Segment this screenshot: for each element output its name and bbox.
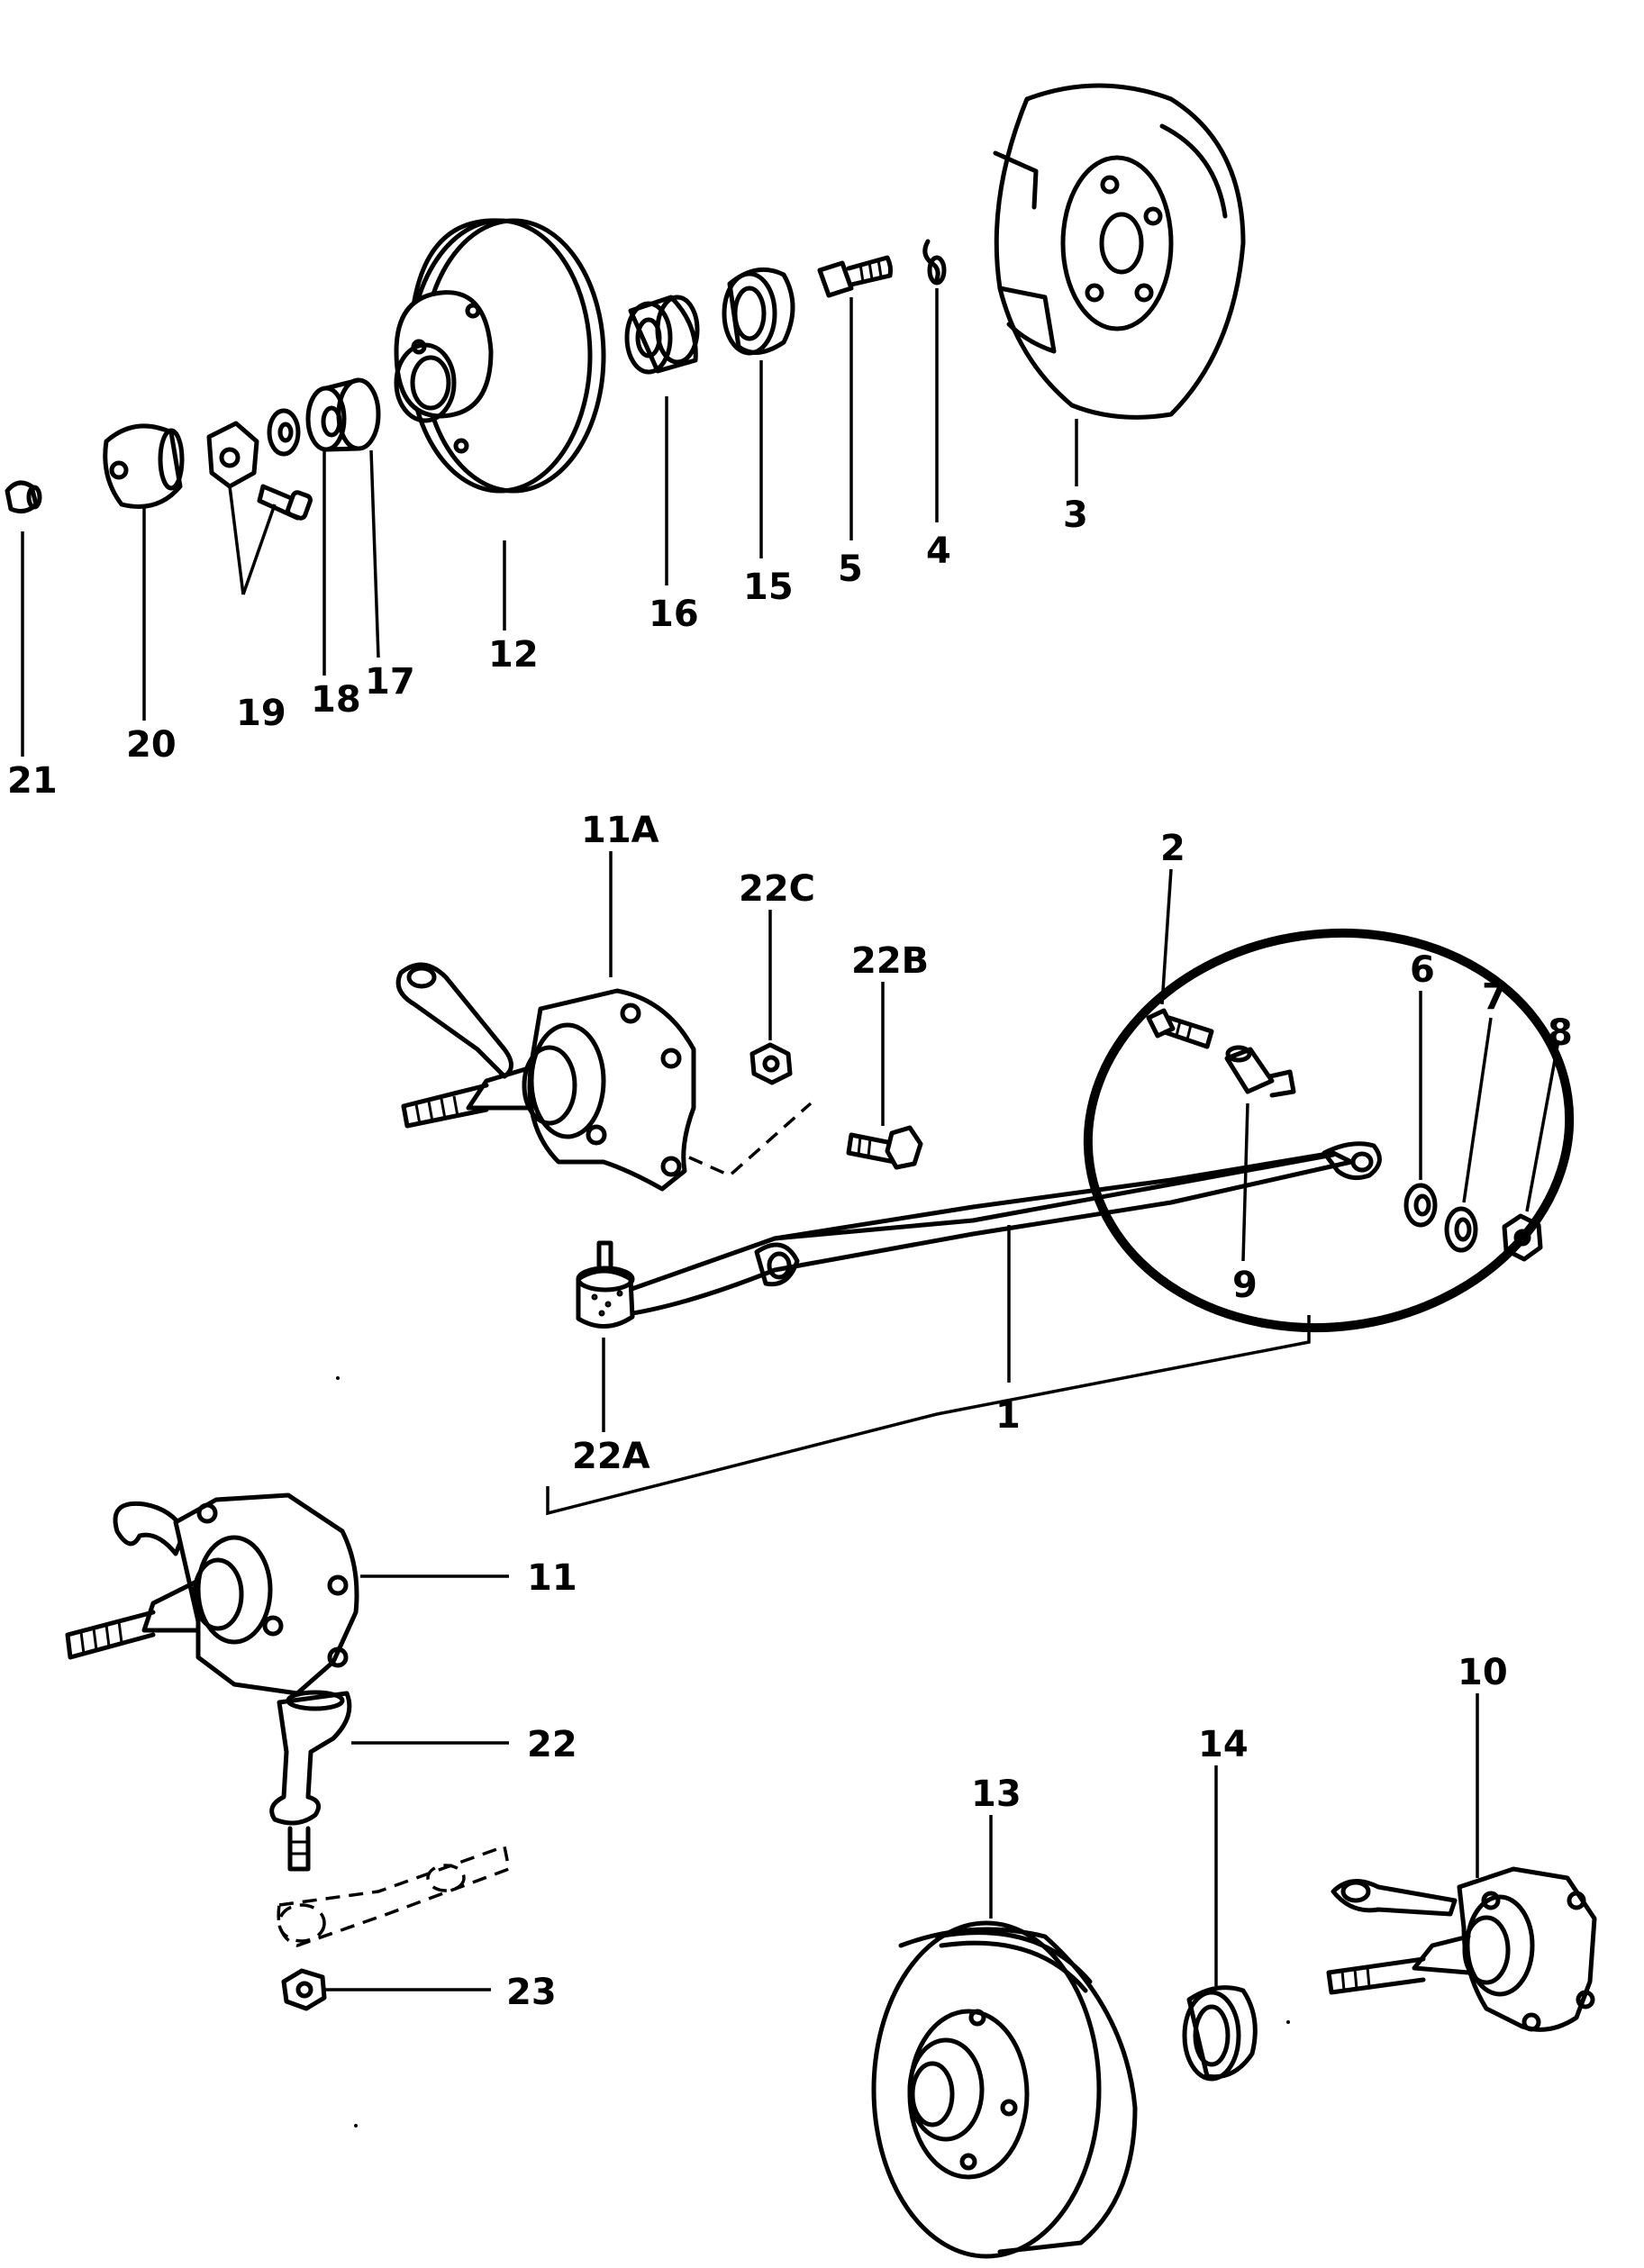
part-labels: 21 20 19 18 17 12 16 15 5 4 3 11A 22C 22… — [7, 494, 1573, 2013]
speck — [336, 1376, 340, 1380]
label-12: 12 — [488, 634, 539, 676]
part-2-bolt — [1146, 1008, 1214, 1049]
label-16: 16 — [649, 594, 699, 635]
part-14-seal — [1182, 1985, 1258, 2082]
label-22c: 22C — [739, 868, 815, 910]
part-19-clamp-nut — [206, 421, 313, 521]
label-3: 3 — [1063, 494, 1088, 536]
label-1: 1 — [995, 1395, 1021, 1437]
label-6: 6 — [1410, 949, 1435, 991]
part-3-splash-shield — [993, 83, 1246, 420]
part-22-ball-joint — [269, 1690, 352, 1872]
part-6-washer — [1403, 1183, 1438, 1228]
part-23-nut — [281, 1968, 327, 2011]
tie-rod-bracket — [546, 1315, 1311, 1516]
label-22b: 22B — [851, 940, 929, 982]
speck — [354, 2124, 358, 2127]
part-9-ball-stud — [1224, 1045, 1296, 1098]
label-4: 4 — [926, 531, 951, 572]
part-4-lock-washer — [922, 239, 947, 286]
label-13: 13 — [971, 1774, 1022, 1815]
part-20-grease-cap — [103, 423, 185, 509]
label-2: 2 — [1160, 828, 1185, 869]
assembly-dashed-line — [688, 1102, 813, 1178]
label-10: 10 — [1458, 1652, 1508, 1693]
label-18: 18 — [311, 679, 361, 721]
part-15-seal — [722, 267, 795, 356]
part-18-thrust-washer — [267, 408, 301, 457]
part-1-tie-rod — [576, 1141, 1382, 1329]
part-22b-bolt — [846, 1125, 923, 1170]
label-23: 23 — [506, 1972, 557, 2013]
label-11: 11 — [527, 1557, 577, 1599]
part-17-outer-bearing — [305, 377, 381, 452]
label-22: 22 — [527, 1724, 577, 1765]
label-15: 15 — [743, 567, 794, 608]
part-12-brake-disc — [394, 218, 606, 494]
part-13-brake-drum — [871, 1920, 1138, 2259]
label-14: 14 — [1198, 1724, 1249, 1765]
detail-circle — [1083, 928, 1575, 1333]
label-21: 21 — [7, 760, 58, 802]
label-5: 5 — [838, 549, 863, 590]
label-22a: 22A — [572, 1436, 650, 1477]
label-11a: 11A — [581, 810, 659, 851]
label-17: 17 — [365, 661, 415, 703]
part-7-washer — [1444, 1206, 1478, 1253]
label-20: 20 — [126, 724, 177, 766]
part-21-pin — [5, 480, 42, 514]
part-22c-nut — [749, 1042, 793, 1085]
label-7: 7 — [1482, 976, 1507, 1018]
part-5-bolt — [817, 255, 894, 298]
dashed-tie-rod-end — [277, 1844, 512, 1947]
leader-lines — [21, 288, 1560, 1991]
speck — [1286, 2020, 1290, 2024]
label-19: 19 — [236, 693, 286, 734]
label-8: 8 — [1548, 1012, 1573, 1054]
part-10-steering-knuckle — [1326, 1866, 1597, 2032]
part-11a-steering-knuckle — [395, 962, 696, 1192]
part-11-steering-knuckle — [65, 1492, 359, 1696]
label-9: 9 — [1232, 1265, 1258, 1306]
part-16-inner-bearing — [624, 295, 700, 375]
